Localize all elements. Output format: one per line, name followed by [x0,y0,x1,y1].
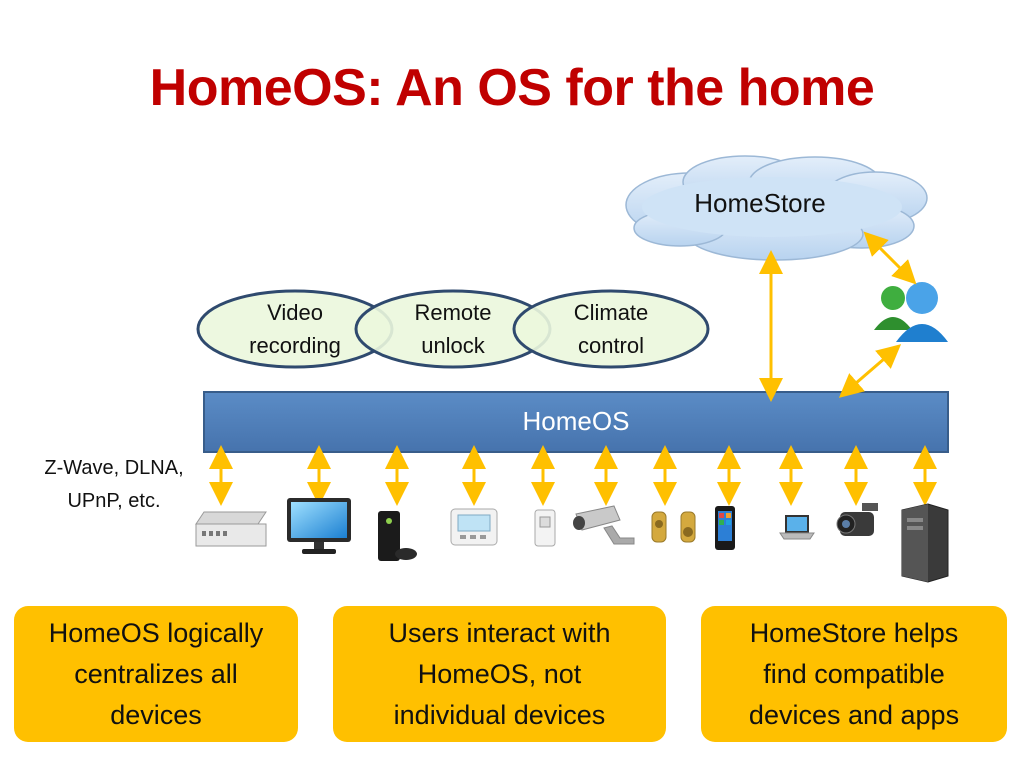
app-label-line: Climate [573,300,649,325]
slide-title: HomeOS: An OS for the home [149,59,875,117]
wall-switch-icon [534,509,556,547]
app-label-remote-unlock: Remote unlock [383,296,523,362]
callout-users-interact: Users interact with HomeOS, not individu… [333,606,666,742]
laptop-icon [779,515,815,540]
smartphone-icon [715,506,735,550]
callout-line: HomeOS, not [417,658,582,689]
callout-line: individual devices [393,699,606,730]
camcorder-icon [836,503,878,536]
server-tower-icon [901,503,949,583]
homeos-bar-label: HomeOS [522,406,630,436]
protocols-line: Z-Wave, DLNA, [44,457,184,479]
app-ellipses [196,289,710,369]
app-label-video-recording: Video recording [225,296,365,362]
callout-line: HomeStore helps [749,617,959,648]
callout-line: devices [110,699,202,730]
app-label-line: recording [249,333,341,358]
protocols-line: UPnP, etc. [67,490,161,512]
game-console-icon [378,511,417,561]
app-ellipse-climate-control [512,289,710,369]
callout-homestore-helps: HomeStore helps find compatible devices … [701,606,1007,742]
app-label-line: control [577,333,645,358]
protocols-label: Z-Wave, DLNA, UPnP, etc. [14,452,214,518]
callout-line: centralizes all [74,658,238,689]
homestore-label: HomeStore [694,188,826,218]
app-label-line: unlock [421,333,485,358]
door-lock-icon [651,511,696,543]
device-arrows [209,445,937,506]
set-top-box-icon [195,511,267,547]
homestore-cloud [625,155,928,261]
security-camera-icon [573,505,635,545]
callout-centralizes: HomeOS logically centralizes all devices [14,606,298,742]
device-row [195,498,949,583]
app-label-line: Video [267,300,323,325]
thermostat-icon [450,508,498,546]
users-icon [874,282,948,342]
homeos-bar [203,391,949,453]
arrow-homestore-users [863,231,917,285]
app-label-line: Remote [414,300,492,325]
app-label-climate-control: Climate control [541,296,681,362]
callout-line: find compatible [763,658,945,689]
arrow-users-homeos [838,344,902,398]
callout-line: Users interact with [388,617,611,648]
callout-line: HomeOS logically [48,617,264,648]
cloud-arrows [759,231,917,402]
monitor-icon [287,498,351,554]
callout-line: devices and apps [748,699,960,730]
